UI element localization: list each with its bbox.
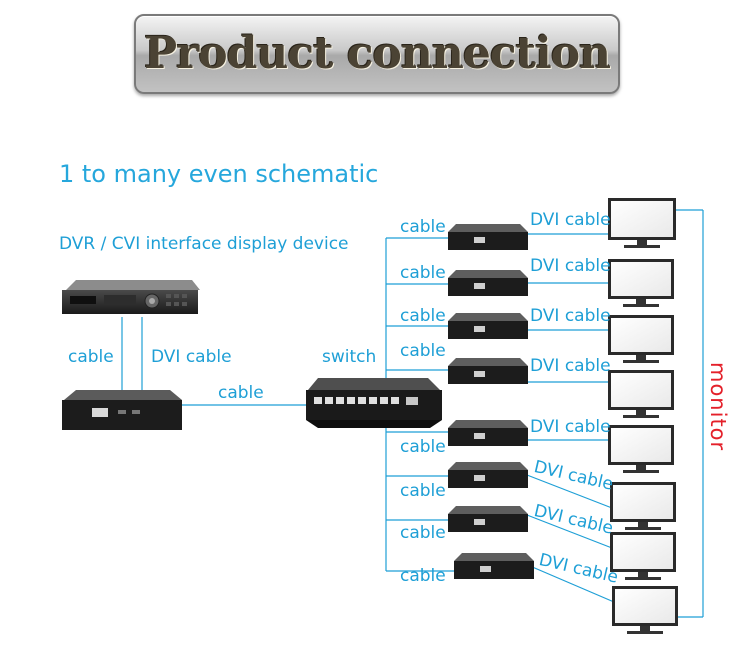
switch-label: switch [322,347,377,367]
dvr-dvi-cable-label: DVI cable [151,347,232,367]
receiver-cable-label: cable [400,437,446,457]
device-label: DVR / CVI interface display device [59,234,349,254]
receiver-cable-label: cable [400,341,446,361]
receiver-cable-label: cable [400,566,446,586]
receiver-dvi-label: DVI cable [530,356,611,376]
receiver-cable-label: cable [400,263,446,283]
receiver-cable-label: cable [400,523,446,543]
dvi-line [526,474,613,509]
monitor-label: monitor [706,362,730,452]
network-switch [306,378,442,428]
dvr-device [62,280,200,314]
monitors [608,198,678,634]
dvi-line [529,565,615,603]
dvi-line [526,514,613,549]
receiver-cable-label: cable [400,217,446,237]
receiver-cable-label: cable [400,481,446,501]
receiver-dvi-label: DVI cable [530,417,611,437]
diagram-subtitle: 1 to many even schematic [59,160,379,188]
connection-lines [121,209,704,618]
page-title: Product connection [143,28,611,79]
title-banner: Product connection [134,14,620,94]
dvr-cable-label: cable [68,347,114,367]
transmitter-cable-label: cable [218,383,264,403]
receiver-dvi-label: DVI cable [530,210,611,230]
receiver-dvi-label: DVI cable [530,306,611,326]
receiver-devices [448,224,534,579]
receiver-dvi-label: DVI cable [530,256,611,276]
receiver-cable-label: cable [400,306,446,326]
transmitter-device [62,390,182,430]
